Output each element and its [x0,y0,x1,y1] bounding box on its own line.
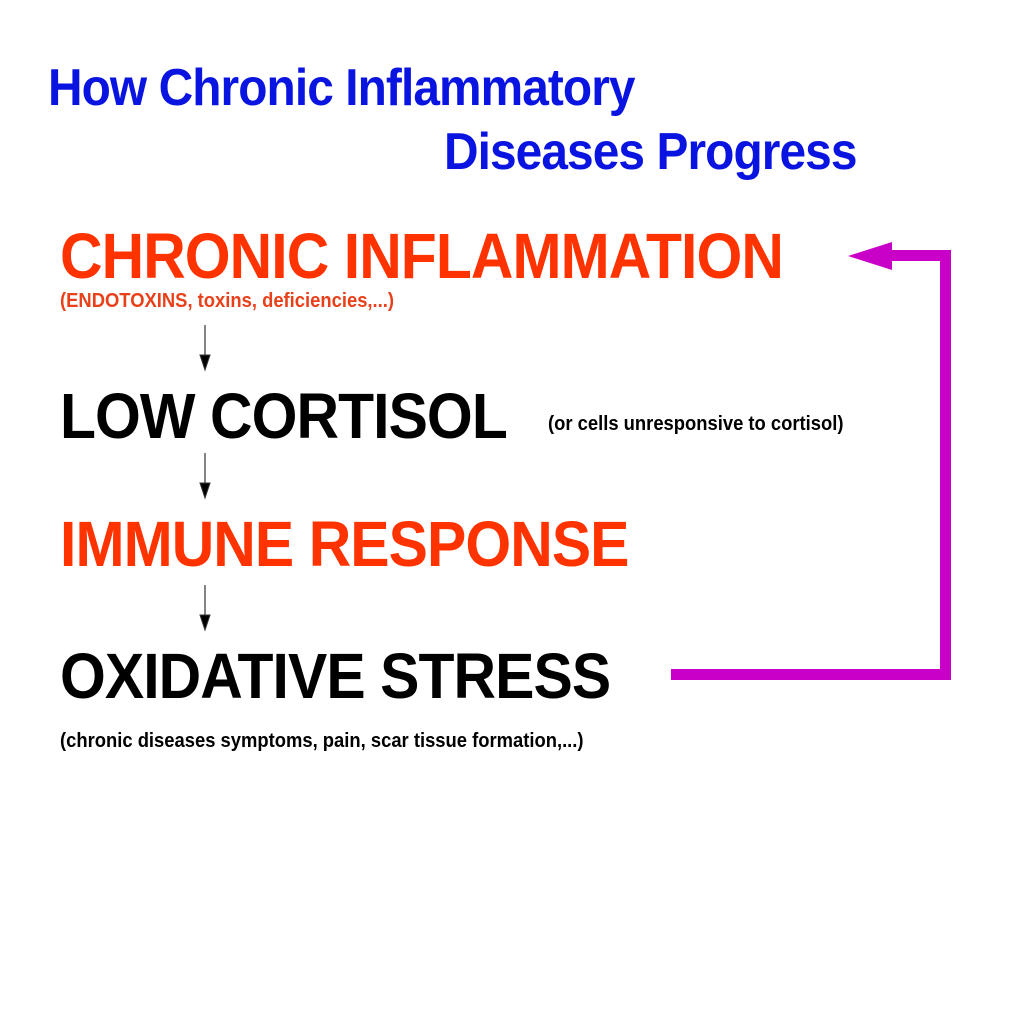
step-low-cortisol-note: (or cells unresponsive to cortisol) [548,413,844,435]
feedback-arrow-icon [671,242,951,680]
step-immune-response: IMMUNE RESPONSE [60,508,629,580]
step-chronic-inflammation-note: (ENDOTOXINS, toxins, deficiencies,...) [60,290,395,312]
step-oxidative-stress: OXIDATIVE STRESS [60,640,611,712]
step-chronic-inflammation: CHRONIC INFLAMMATION [60,220,784,292]
step-oxidative-stress-note: (chronic diseases symptoms, pain, scar t… [60,730,584,752]
title-line-1: How Chronic Inflammatory [48,59,636,117]
title-line-2: Diseases Progress [444,123,857,181]
step-low-cortisol: LOW CORTISOL [60,380,508,452]
down-arrow-icon [199,325,211,372]
down-arrow-icon [199,453,211,500]
down-arrow-icon [199,585,211,632]
